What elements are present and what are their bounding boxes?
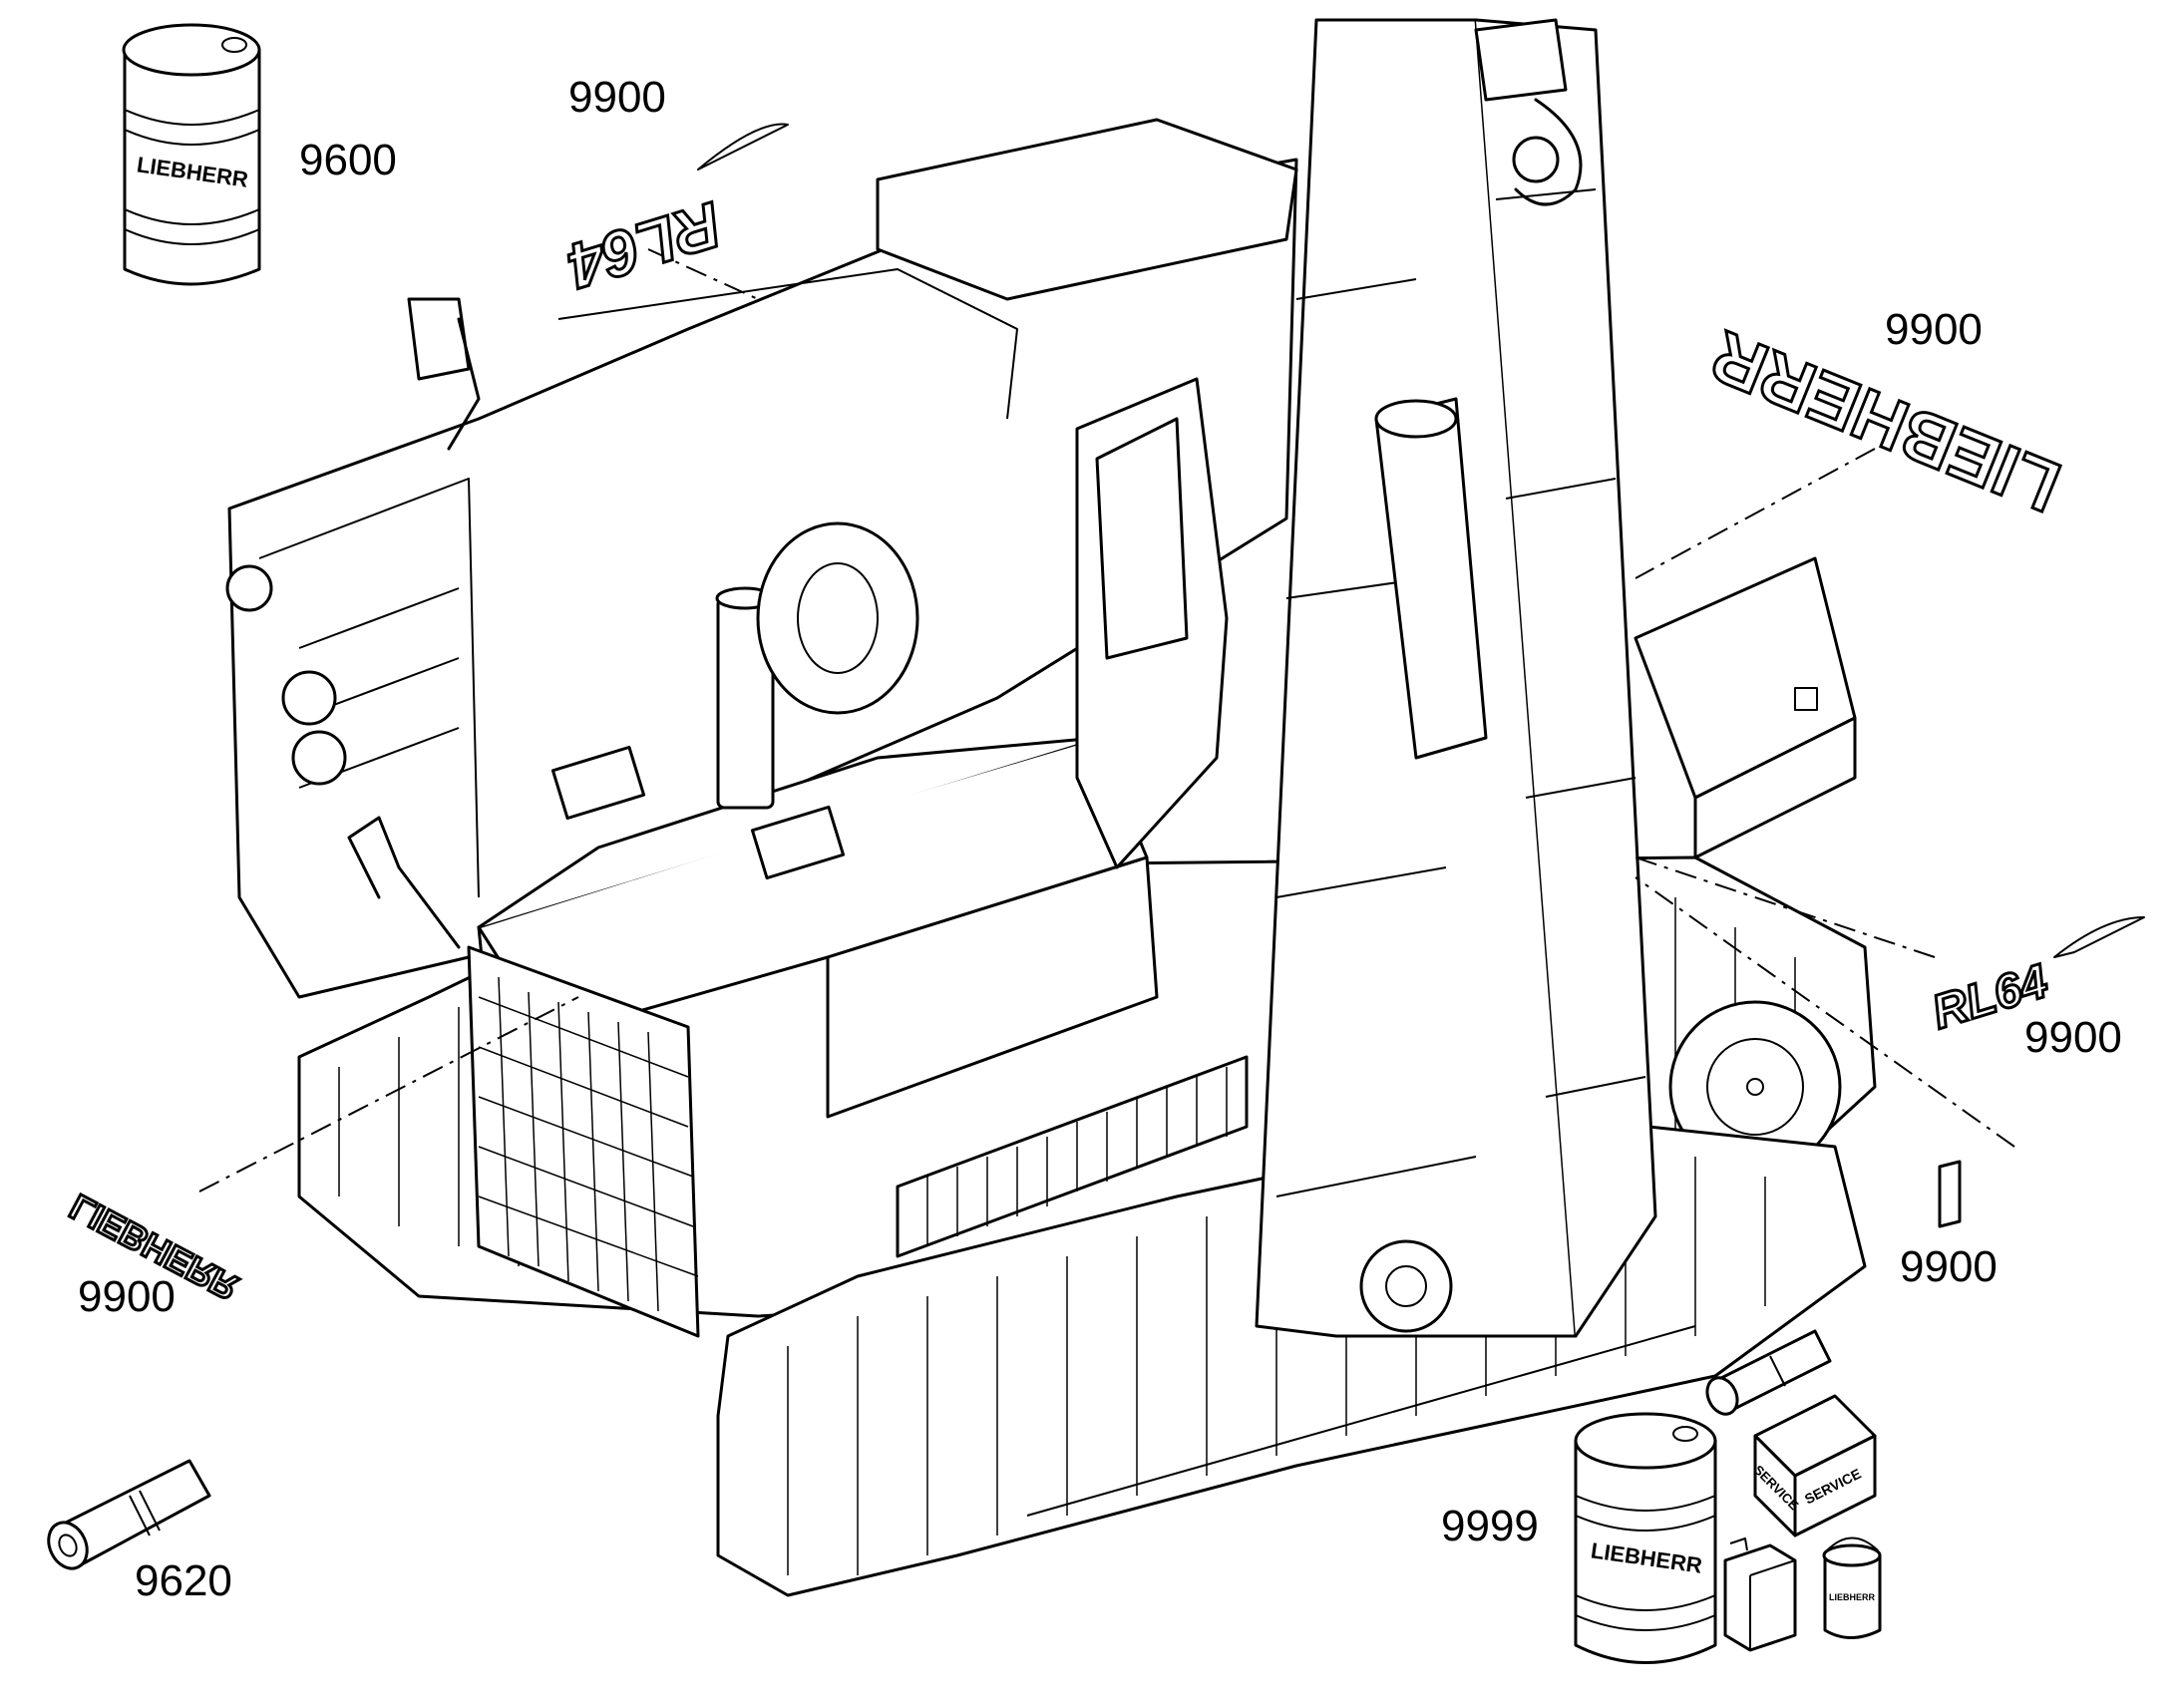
service-drum-icon: LIEBHERR bbox=[1574, 1412, 1717, 1664]
callout-9620: 9620 bbox=[135, 1556, 232, 1605]
oil-drum-icon: LIEBHERR bbox=[122, 23, 261, 286]
side-box bbox=[1634, 556, 1857, 859]
leader-front-decal bbox=[198, 996, 579, 1193]
leader-top-decal bbox=[647, 248, 759, 300]
film-roll-icon bbox=[47, 1459, 211, 1570]
callout-9999: 9999 bbox=[1441, 1502, 1539, 1550]
jerrycan-icon bbox=[1723, 1537, 1797, 1652]
crawler-rig-illustration bbox=[225, 18, 1877, 1597]
model-decal-top-text: RL64 bbox=[559, 188, 730, 303]
model-decal-top: RL64 bbox=[558, 186, 732, 304]
service-kit: LIEBHERR SERVICE SERVICE LIEBHERR bbox=[1574, 1329, 1882, 1664]
callout-9600: 9600 bbox=[299, 136, 397, 184]
paint-can-brand: LIEBHERR bbox=[1829, 1592, 1876, 1602]
leader-right-model bbox=[1635, 856, 1936, 958]
upper-body bbox=[225, 118, 1298, 999]
model-decal-top-swoosh bbox=[697, 123, 789, 171]
callout-9900-front: 9900 bbox=[78, 1272, 176, 1321]
engine-hood bbox=[477, 736, 1159, 1119]
callout-9900-top: 9900 bbox=[568, 73, 666, 122]
service-roll-icon bbox=[1705, 1329, 1832, 1416]
leader-small-decal bbox=[1635, 876, 2015, 1148]
callout-9900-right: 9900 bbox=[1885, 305, 1983, 354]
service-box-icon: SERVICE SERVICE bbox=[1751, 1394, 1877, 1537]
paint-can-icon: LIEBHERR bbox=[1822, 1537, 1882, 1639]
front-mirror bbox=[347, 816, 461, 949]
callout-9900-small: 9900 bbox=[1900, 1242, 1998, 1291]
exhaust-stack bbox=[715, 521, 919, 810]
operator-cab bbox=[1075, 377, 1229, 869]
hook-block bbox=[1474, 18, 1583, 206]
small-decal-icon bbox=[1938, 1160, 1962, 1228]
walkway-grating bbox=[896, 1055, 1249, 1258]
model-decal-right-swoosh bbox=[2053, 916, 2145, 958]
left-mirror bbox=[407, 297, 481, 451]
leader-lines bbox=[198, 248, 2015, 1193]
callout-9900-model-right: 9900 bbox=[2024, 1013, 2122, 1062]
leader-right-brand bbox=[1635, 448, 1876, 579]
radiator-grille bbox=[467, 945, 700, 1338]
hydraulic-cylinder bbox=[1374, 397, 1488, 760]
